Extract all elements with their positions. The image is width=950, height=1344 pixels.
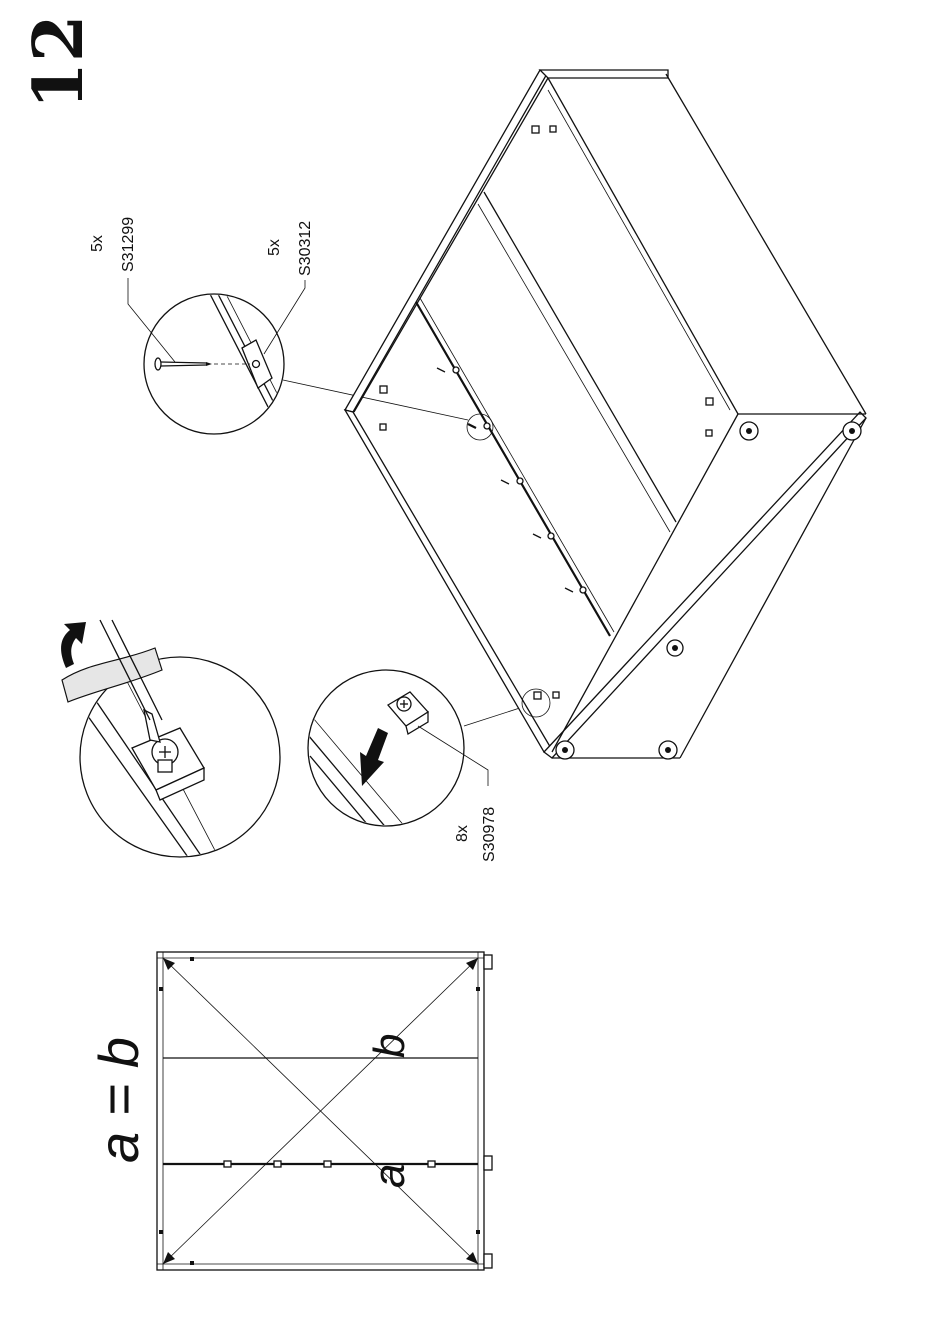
- arrow-icon: [61, 622, 86, 668]
- diagonal-label-a: a: [365, 1164, 414, 1188]
- squareness-check: a = b b a: [87, 952, 492, 1270]
- part-qty: 8x: [454, 825, 471, 842]
- step-number: 12: [19, 15, 99, 110]
- foot: [740, 422, 758, 440]
- bracket-icon: [437, 367, 586, 593]
- cam-lock-icon: [706, 398, 713, 436]
- cam-lock-icon: [380, 386, 387, 430]
- detail-cam-insert: [308, 670, 526, 830]
- part-label-bracket: 5x S30312: [266, 221, 314, 276]
- cam-lock-icon: [532, 126, 556, 133]
- part-code: S30312: [297, 221, 314, 276]
- part-qty: 5x: [89, 235, 106, 252]
- foot: [556, 741, 574, 759]
- cam-lock-icon: [534, 692, 559, 699]
- cabinet-carcass: [345, 70, 866, 759]
- diagonal-label-b: b: [365, 1034, 414, 1058]
- part-code: S31299: [120, 217, 137, 272]
- squareness-equation: a = b: [87, 1037, 150, 1163]
- foot: [667, 640, 683, 656]
- foot: [659, 741, 677, 759]
- part-code: S30978: [481, 807, 498, 862]
- part-label-nail: 5x S31299: [89, 217, 137, 272]
- part-qty: 5x: [266, 239, 283, 256]
- foot: [843, 422, 861, 440]
- part-label-cam-lock: 8x S30978: [454, 807, 498, 862]
